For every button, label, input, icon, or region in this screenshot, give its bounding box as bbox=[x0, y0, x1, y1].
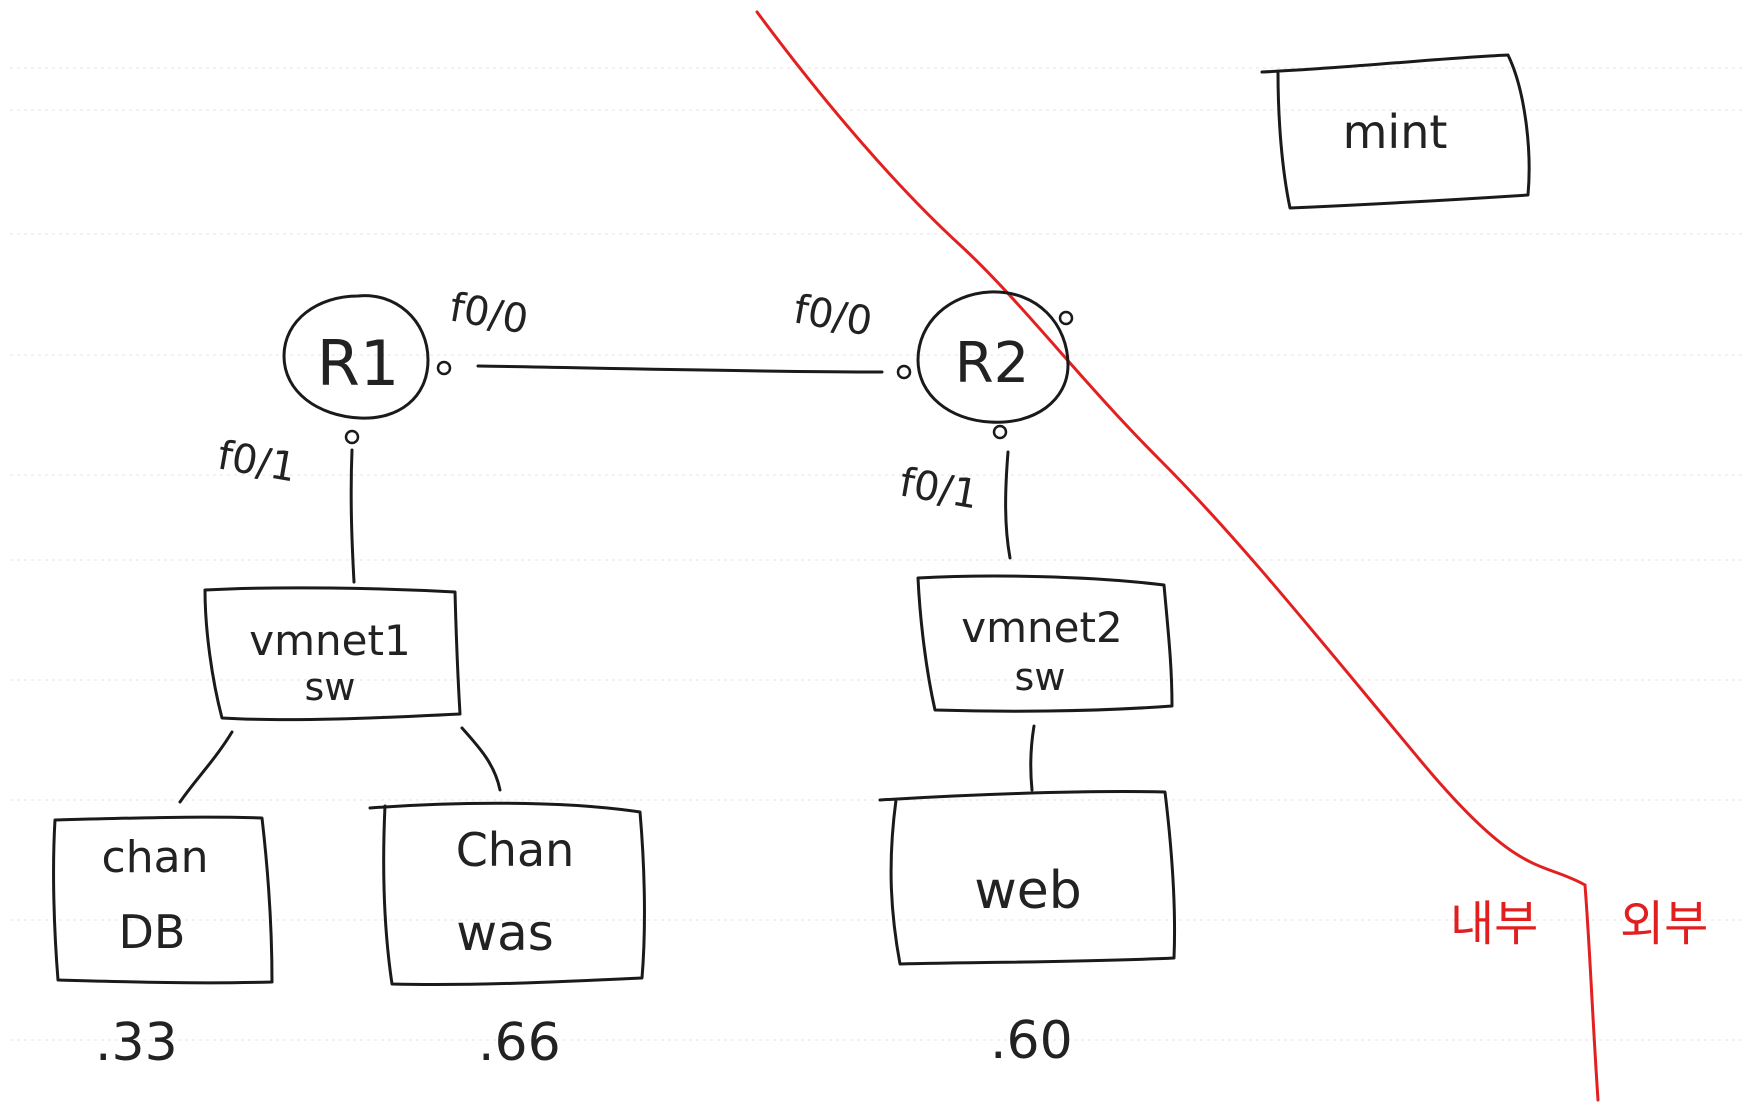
link-vmnet1-chanwas bbox=[460, 726, 502, 792]
switch-vmnet1: vmnet1 sw bbox=[203, 586, 462, 722]
router-r1: R1 bbox=[282, 294, 430, 420]
link-r2-vmnet2 bbox=[1004, 450, 1012, 560]
mint-node: mint bbox=[1260, 53, 1531, 210]
chan-db-line2: DB bbox=[119, 905, 186, 959]
mint-label: mint bbox=[1343, 105, 1448, 159]
host-chan-db: chan DB bbox=[52, 815, 274, 985]
addr-web: .60 bbox=[990, 1011, 1073, 1071]
host-web: web bbox=[878, 790, 1177, 966]
r2-f01-label: f0/1 bbox=[896, 460, 981, 519]
zone-external-label: 외부 bbox=[1620, 896, 1708, 952]
chan-was-line2: was bbox=[456, 904, 554, 962]
boundary-divider bbox=[1583, 883, 1600, 1102]
vmnet1-name: vmnet1 bbox=[249, 616, 410, 665]
chan-db-line1: chan bbox=[102, 832, 209, 883]
host-chan-was: Chan was bbox=[368, 801, 646, 987]
r1-f00-label: f0/0 bbox=[446, 285, 531, 344]
r2-port-f00 bbox=[896, 364, 912, 380]
vmnet2-name: vmnet2 bbox=[961, 603, 1122, 652]
router-r1-label: R1 bbox=[317, 327, 400, 400]
link-vmnet2-web bbox=[1029, 724, 1036, 792]
r2-f00-label: f0/0 bbox=[790, 287, 875, 346]
router-r2: R2 bbox=[916, 290, 1070, 424]
router-r2-label: R2 bbox=[955, 331, 1030, 396]
chan-was-line1: Chan bbox=[456, 823, 575, 877]
r1-port-f01 bbox=[344, 429, 360, 445]
r1-port-f00 bbox=[436, 360, 452, 376]
link-vmnet1-chandb bbox=[178, 730, 234, 804]
link-r1-vmnet1 bbox=[349, 448, 356, 584]
web-label: web bbox=[974, 861, 1082, 921]
link-r1-r2 bbox=[476, 364, 884, 374]
r1-f01-label: f0/1 bbox=[214, 433, 299, 492]
r2-port-extra bbox=[1058, 310, 1074, 326]
r2-port-f01 bbox=[992, 424, 1008, 440]
switch-vmnet2: vmnet2 sw bbox=[916, 574, 1174, 713]
ruled-lines bbox=[10, 67, 1744, 1041]
zone-internal-label: 내부 bbox=[1450, 896, 1538, 952]
vmnet1-type: sw bbox=[305, 665, 356, 709]
boundary-line bbox=[755, 10, 1587, 887]
vmnet2-type: sw bbox=[1015, 655, 1066, 699]
addr-chan-was: .66 bbox=[478, 1013, 561, 1073]
addr-chan-db: .33 bbox=[95, 1013, 178, 1073]
